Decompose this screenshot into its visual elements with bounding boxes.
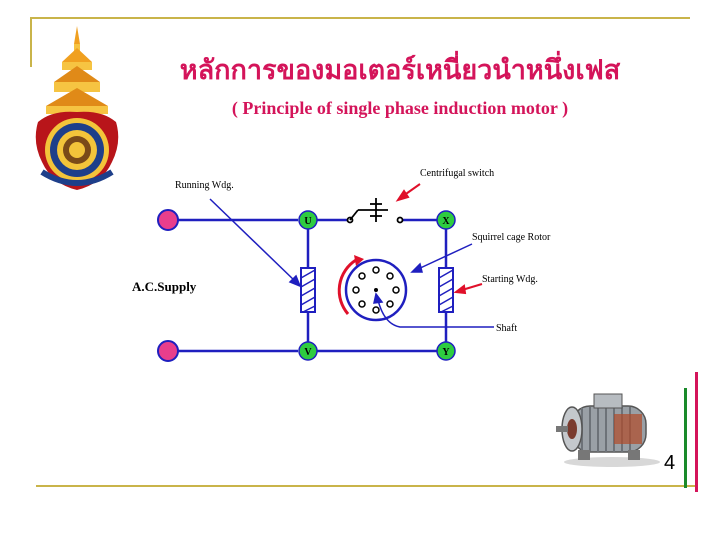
terminal-x bbox=[436, 210, 456, 230]
terminal-u-label: U bbox=[304, 216, 311, 227]
university-seal-logo bbox=[35, 26, 119, 190]
centrifugal-switch-label: Centrifugal switch bbox=[420, 168, 494, 179]
right-frame-bar-green bbox=[684, 388, 687, 488]
running-winding-coil bbox=[300, 267, 316, 313]
right-frame-bar-red bbox=[695, 372, 698, 492]
slide-title-english: ( Principle of single phase induction mo… bbox=[231, 98, 569, 118]
slide-number: 4 bbox=[664, 452, 676, 474]
terminal-x-label: X bbox=[442, 216, 450, 227]
terminal-y-label: Y bbox=[442, 347, 450, 358]
ac-supply-label: A.C.Supply bbox=[132, 279, 197, 294]
starting-winding-coil bbox=[438, 267, 454, 313]
running-wdg-pointer bbox=[209, 198, 297, 283]
squirrel-cage-rotor-label: Squirrel cage Rotor bbox=[472, 232, 551, 243]
squirrel-cage-rotor bbox=[344, 258, 408, 322]
slide-title-thai: หลักการของมอเตอร์เหนี่ยวนำหนึ่งเฟส bbox=[179, 55, 621, 86]
terminal-v bbox=[298, 341, 318, 361]
electric-motor-image bbox=[556, 393, 660, 467]
terminal-u bbox=[298, 210, 318, 230]
top-frame-line bbox=[30, 17, 690, 19]
centrifugal-switch-symbol bbox=[346, 198, 404, 224]
left-frame-line bbox=[30, 17, 32, 67]
rotation-direction-arrow bbox=[337, 258, 357, 315]
supply-terminal-top bbox=[157, 209, 179, 231]
motor-circuit-diagram: U X V Y Centri bbox=[132, 168, 551, 362]
starting-wdg-label: Starting Wdg. bbox=[482, 274, 538, 285]
terminal-y bbox=[436, 341, 456, 361]
shaft-pointer bbox=[377, 299, 494, 328]
running-wdg-label: Running Wdg. bbox=[175, 180, 234, 191]
terminal-v-label: V bbox=[304, 347, 312, 358]
bottom-frame-line bbox=[36, 485, 696, 487]
shaft-label: Shaft bbox=[496, 323, 517, 334]
rotor-pointer bbox=[415, 243, 473, 271]
supply-terminal-bottom bbox=[157, 340, 179, 362]
